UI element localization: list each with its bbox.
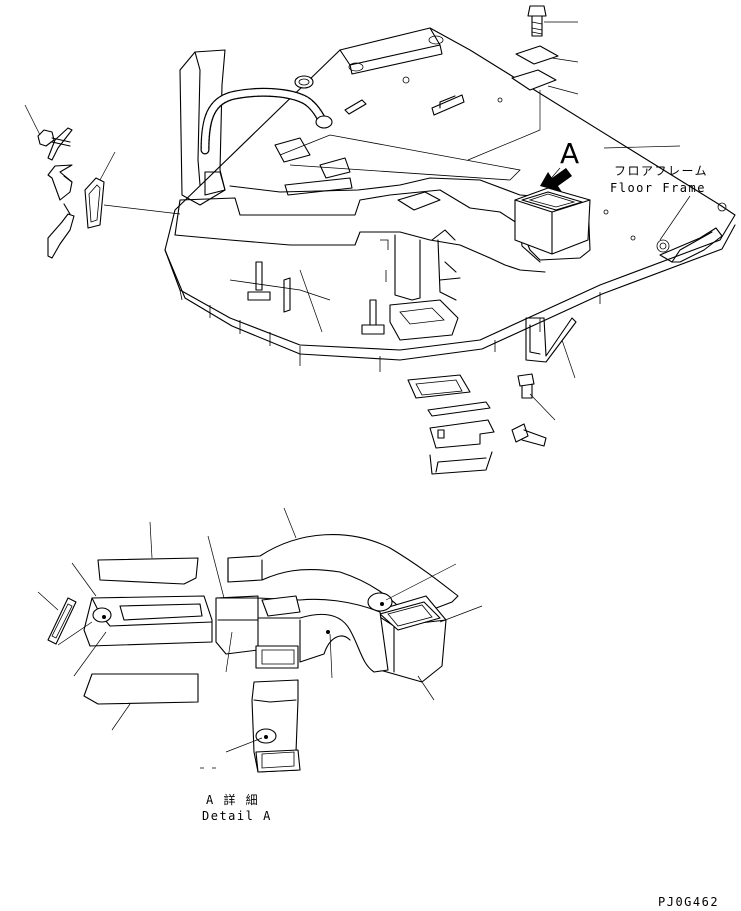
lower-right-loose-parts [299,269,577,475]
top-right-loose-parts [467,5,579,161]
upper-left-loose-parts [24,104,181,259]
floor-frame-callout: フロアフレーム Floor Frame [603,145,708,241]
floor-frame-label-jp: フロアフレーム [614,164,708,178]
floor-frame-assembly [164,27,736,372]
view-arrow-a: A [540,137,579,192]
view-marker-a: A [560,137,579,170]
drawing-code: PJ0G462 [658,895,719,909]
detail-label-en: Detail A [202,809,272,823]
detail-label-jp: A 詳 細 [206,792,259,807]
detail-a-caption: A 詳 細 Detail A [202,792,272,823]
detail-a-assembly [37,507,483,773]
floor-frame-label-en: Floor Frame [610,181,706,195]
